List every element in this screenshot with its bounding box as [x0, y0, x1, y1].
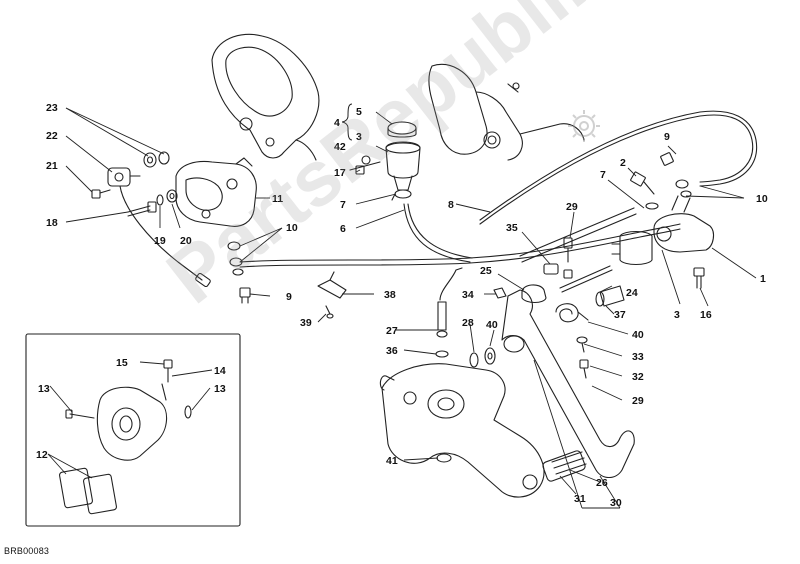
callout-15: 15 — [116, 357, 128, 369]
fitting-2 — [630, 171, 659, 210]
bolt-21 — [91, 189, 111, 199]
watermark-gear-icon — [568, 110, 600, 142]
diagram-code: BRB00083 — [4, 546, 50, 556]
callout-27: 27 — [386, 325, 398, 337]
callout-29-bottom: 29 — [632, 395, 644, 407]
brake-pedal — [501, 289, 635, 482]
abs-sensor — [107, 167, 211, 288]
frame-bracket-right — [428, 64, 585, 161]
callout-4: 4 — [334, 117, 340, 129]
callout-20: 20 — [180, 235, 192, 247]
leader-lines — [47, 107, 757, 509]
inset-caliper — [65, 359, 192, 461]
bolt-16 — [693, 267, 705, 289]
washers-28-40 — [469, 347, 496, 368]
callout-29-top: 29 — [566, 201, 578, 213]
callout-16: 16 — [700, 309, 712, 321]
callout-25: 25 — [480, 265, 492, 277]
callout-35: 35 — [506, 222, 518, 234]
callout-10-left: 10 — [286, 222, 298, 234]
bracket-38 — [317, 271, 347, 319]
bolt-9 — [239, 287, 251, 304]
fluid-reservoir — [349, 121, 421, 191]
stop-light-switch — [435, 267, 463, 358]
callout-10-right: 10 — [756, 193, 768, 205]
callout-21: 21 — [46, 160, 58, 172]
callout-9-left: 9 — [286, 291, 292, 303]
callout-36: 36 — [386, 345, 398, 357]
callout-28: 28 — [462, 317, 474, 329]
callout-18: 18 — [46, 217, 58, 229]
callout-12: 12 — [36, 449, 48, 461]
hose-clip-7 — [391, 189, 412, 201]
callout-42: 42 — [334, 141, 346, 153]
callout-labels: 23 22 21 18 19 20 11 10 9 5 4 3 42 17 7 … — [36, 102, 768, 509]
footrest-bracket — [379, 363, 545, 498]
callout-38: 38 — [384, 289, 396, 301]
return-spring — [555, 303, 589, 323]
callout-34: 34 — [462, 289, 474, 301]
group-brace-4 — [341, 103, 353, 141]
rear-brake-caliper — [175, 157, 257, 227]
callout-11: 11 — [272, 193, 283, 205]
callout-7-left: 7 — [340, 199, 346, 211]
callout-13-right: 13 — [214, 383, 226, 395]
bushing-37 — [595, 285, 625, 307]
callout-40-left: 40 — [486, 319, 498, 331]
rod-end-25 — [521, 284, 547, 304]
frame-bracket-top — [211, 33, 320, 161]
washers-19-20 — [156, 189, 178, 206]
callout-3-right: 3 — [674, 309, 680, 321]
callout-31: 31 — [574, 493, 586, 505]
callout-37: 37 — [614, 309, 626, 321]
washers-23 — [143, 151, 170, 168]
inset-box — [25, 333, 241, 527]
pin-35 — [543, 263, 573, 279]
callout-26: 26 — [596, 477, 608, 489]
bolt-29 — [563, 237, 573, 263]
callout-24: 24 — [626, 287, 638, 299]
callout-23: 23 — [46, 102, 58, 114]
callout-1: 1 — [760, 273, 766, 285]
callout-33: 33 — [632, 351, 644, 363]
bolt-18 — [127, 201, 157, 217]
callout-17: 17 — [334, 167, 346, 179]
bolt-33 — [576, 336, 588, 353]
nut-34 — [493, 287, 507, 299]
callout-2: 2 — [620, 157, 626, 169]
callout-8: 8 — [448, 199, 454, 211]
rod-24 — [559, 265, 613, 293]
callout-32: 32 — [632, 371, 644, 383]
callout-22: 22 — [46, 130, 58, 142]
callout-14: 14 — [214, 365, 226, 377]
callout-19: 19 — [154, 235, 166, 247]
callout-6: 6 — [340, 223, 346, 235]
rear-master-cylinder — [611, 152, 715, 266]
callout-13-left: 13 — [38, 383, 50, 395]
callout-39: 39 — [300, 317, 312, 329]
callout-5: 5 — [356, 106, 362, 118]
banjo-washers-10 — [227, 241, 244, 276]
callout-40-right: 40 — [632, 329, 644, 341]
bolt-32 — [579, 359, 589, 379]
callout-30: 30 — [610, 497, 622, 509]
brake-pads — [59, 467, 117, 515]
callout-3-top: 3 — [356, 131, 362, 143]
callout-9-right: 9 — [664, 131, 670, 143]
reservoir-hose — [403, 110, 758, 263]
callout-41: 41 — [386, 455, 398, 467]
callout-7-right: 7 — [600, 169, 606, 181]
